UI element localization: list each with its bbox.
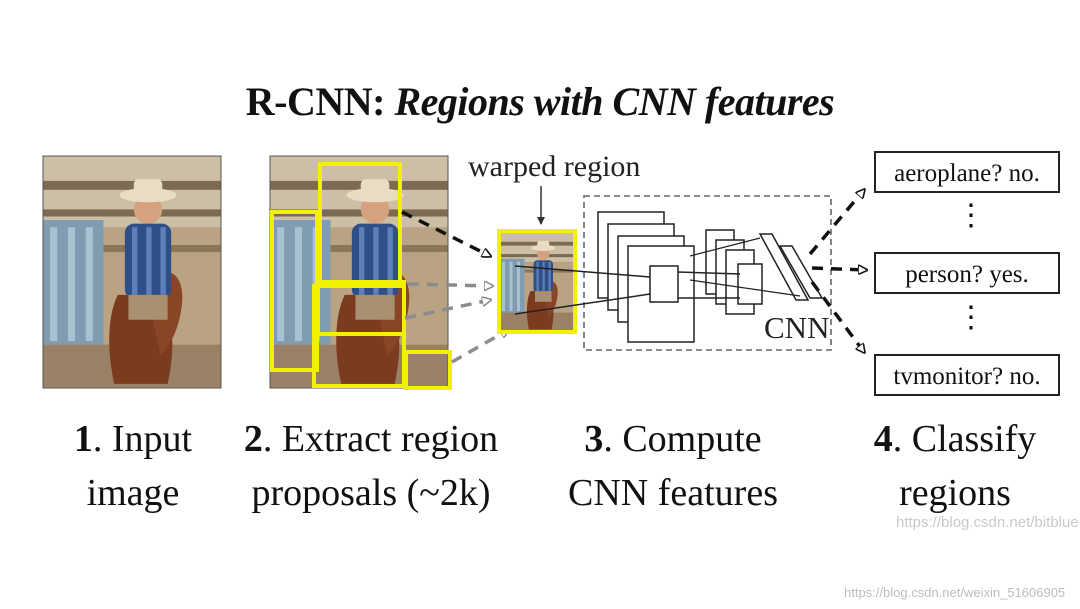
watermark-outer: https://blog.csdn.net/weixin_51606905 — [844, 585, 1066, 600]
cnn-block — [514, 195, 832, 351]
arrow-to-tvmonitor — [810, 280, 864, 352]
warped-region-image — [497, 229, 577, 334]
step-2-caption: 2. Extract region proposals (~2k) — [236, 412, 506, 520]
watermark-inner: https://blog.csdn.net/bitblue — [896, 514, 1079, 531]
step-3-line2: CNN features — [568, 472, 778, 514]
step-1-caption: 1. Input image — [28, 412, 238, 520]
proposal-box-5 — [404, 350, 452, 390]
step-1-line2: image — [86, 472, 180, 514]
step-1-line1: . Input — [92, 418, 193, 460]
title-italic: Regions with CNN features — [394, 79, 835, 124]
cnn-label: CNN — [764, 310, 830, 345]
proposal-arrows — [401, 210, 508, 364]
ellipsis-2: ⋮ — [956, 301, 986, 334]
diagram-title: R-CNN: Regions with CNN features — [0, 78, 1080, 125]
class-box-person: person? yes. — [874, 252, 1060, 294]
step-4-number: 4 — [873, 418, 893, 460]
step-2-line2: proposals (~2k) — [251, 472, 491, 514]
arrow-grey-1 — [407, 284, 492, 286]
class-box-aeroplane: aeroplane? no. — [874, 151, 1060, 193]
ellipsis-1: ⋮ — [956, 199, 986, 232]
class-arrows — [808, 190, 866, 352]
arrow-to-person — [811, 268, 866, 270]
step-3-caption: 3. Compute CNN features — [548, 412, 798, 520]
arrow-to-aeroplane — [808, 190, 864, 256]
step-3-number: 3 — [584, 418, 604, 460]
input-image — [42, 155, 222, 389]
step-3-line1: . Compute — [603, 418, 762, 460]
title-bold: R-CNN: — [245, 79, 386, 124]
step-2-line1: . Extract region — [262, 418, 499, 460]
class-box-tvmonitor: tvmonitor? no. — [874, 354, 1060, 396]
step-4-caption: 4. Classify regions — [850, 412, 1060, 520]
step-1-number: 1 — [73, 418, 93, 460]
step-4-line2: regions — [899, 472, 1011, 514]
step-4-line1: . Classify — [892, 418, 1037, 460]
arrow-grey-3 — [451, 330, 508, 364]
arrow-dark — [401, 210, 490, 256]
arrow-grey-2 — [404, 300, 490, 320]
step-2-number: 2 — [243, 418, 263, 460]
proposal-box-4 — [316, 280, 406, 336]
proposal-boxes — [270, 162, 452, 390]
warped-region-label: warped region — [468, 150, 641, 183]
